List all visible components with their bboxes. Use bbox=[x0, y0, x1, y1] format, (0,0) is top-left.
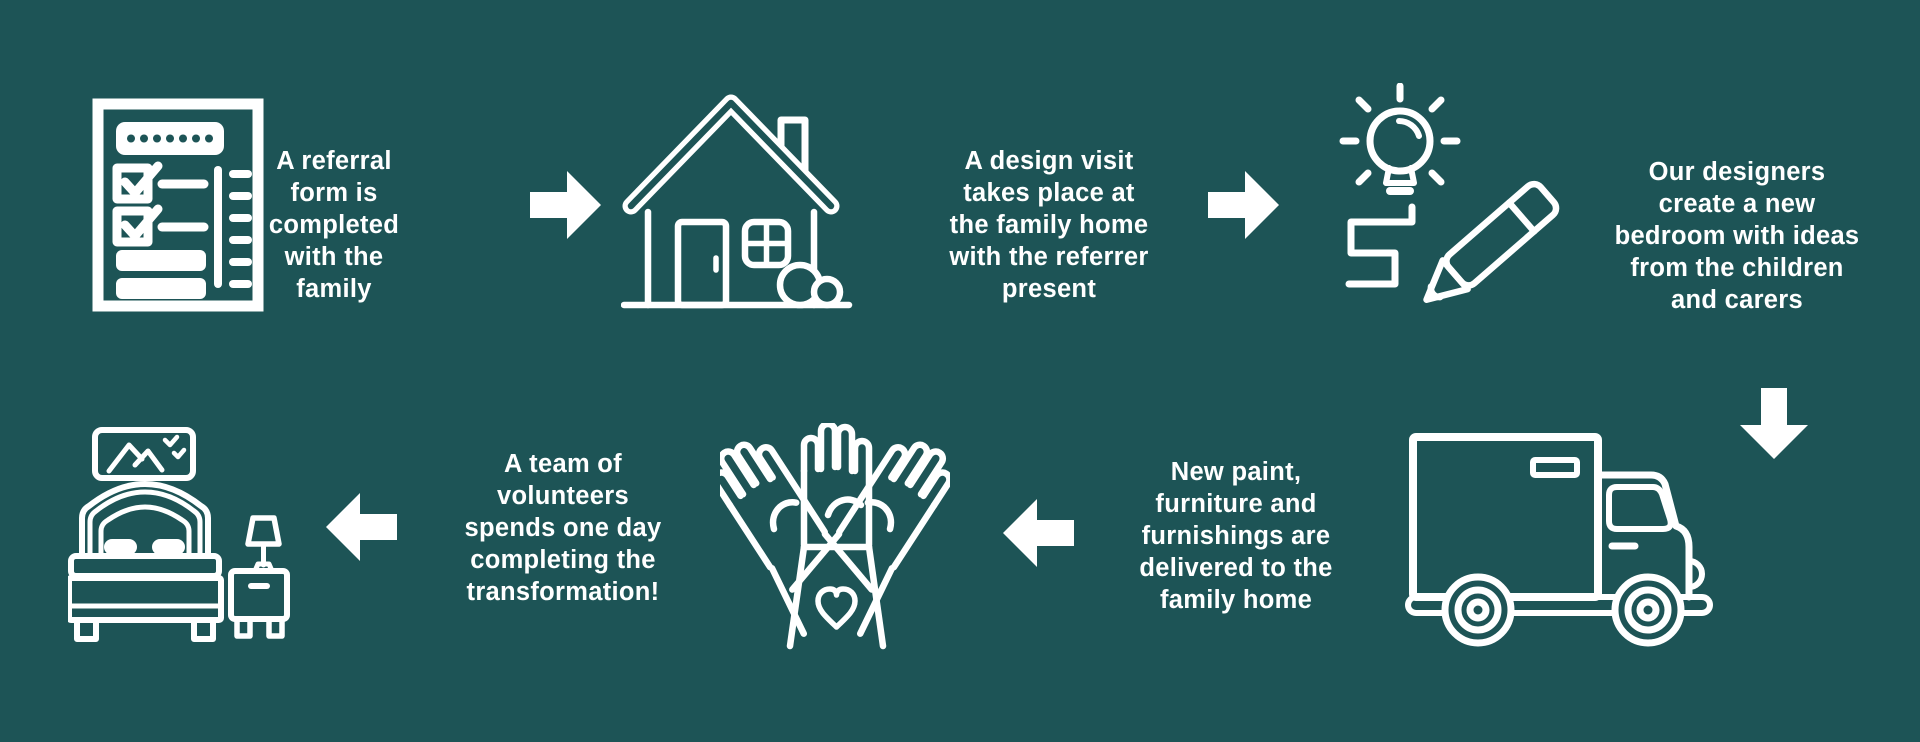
referral-form-icon bbox=[92, 98, 264, 312]
arrow-right-icon bbox=[1208, 168, 1282, 242]
arrow-left-icon bbox=[323, 490, 397, 564]
arrow-right-icon bbox=[530, 168, 604, 242]
new-bedroom-icon bbox=[68, 425, 303, 660]
volunteer-hands-icon bbox=[720, 423, 950, 663]
arrow-left-icon bbox=[1000, 496, 1074, 570]
family-home-icon bbox=[621, 94, 855, 312]
delivery-truck-icon bbox=[1405, 429, 1715, 649]
step-4-text: New paint, furniture and furnishings are… bbox=[1139, 458, 1333, 614]
step-3-text: Our designers create a new bedroom with … bbox=[1614, 158, 1860, 314]
step-1-text: A referral form is completed with the fa… bbox=[268, 147, 400, 303]
design-ideas-lightbulb-pencil-icon bbox=[1333, 83, 1568, 313]
step-2-text: A design visit takes place at the family… bbox=[949, 147, 1149, 303]
arrow-down-icon bbox=[1737, 388, 1811, 462]
step-5-text: A team of volunteers spends one day comp… bbox=[464, 450, 662, 606]
